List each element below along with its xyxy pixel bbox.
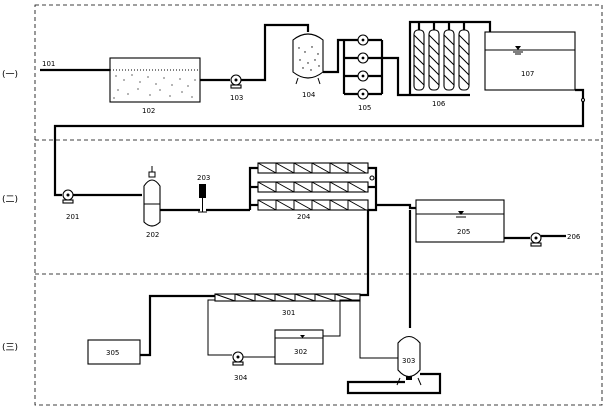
label-104: 104 [302, 91, 316, 99]
tank-205 [415, 199, 505, 243]
label-304: 304 [234, 374, 248, 382]
exchanger-301 [214, 293, 361, 302]
tank-102 [109, 57, 201, 103]
tank-107 [484, 31, 576, 91]
label-203: 203 [197, 174, 210, 182]
label-301: 301 [282, 309, 295, 317]
transfer-line-to-201 [53, 88, 585, 197]
filter-bank-105 [342, 34, 384, 100]
label-105: 105 [358, 104, 371, 112]
section-label-3: (三) [2, 343, 18, 353]
label-205: 205 [457, 228, 470, 236]
section-label-2: (二) [2, 195, 18, 205]
label-102: 102 [142, 107, 155, 115]
label-302: 302 [294, 348, 307, 356]
label-103: 103 [230, 94, 243, 102]
label-206: 206 [567, 233, 581, 241]
unit-305 [87, 339, 141, 365]
exchanger-banks-204 [248, 162, 378, 212]
label-202: 202 [146, 231, 159, 239]
label-201: 201 [66, 213, 79, 221]
label-107: 107 [521, 70, 534, 78]
valve-203 [198, 184, 207, 213]
pump-201 [62, 189, 74, 204]
section-label-1: (一) [2, 70, 18, 80]
column-202 [143, 166, 161, 227]
pump-206 [530, 232, 542, 247]
label-305: 305 [106, 349, 119, 357]
pump-304 [232, 351, 244, 366]
label-204: 204 [297, 213, 311, 221]
vessel-303 [396, 335, 422, 386]
membrane-columns-106 [408, 20, 492, 97]
pump-103 [230, 74, 242, 89]
vessel-104 [292, 33, 324, 85]
label-303: 303 [402, 357, 415, 365]
label-101: 101 [42, 60, 55, 68]
label-106: 106 [432, 100, 446, 108]
section-frames [34, 4, 603, 406]
tank-302 [274, 329, 324, 365]
